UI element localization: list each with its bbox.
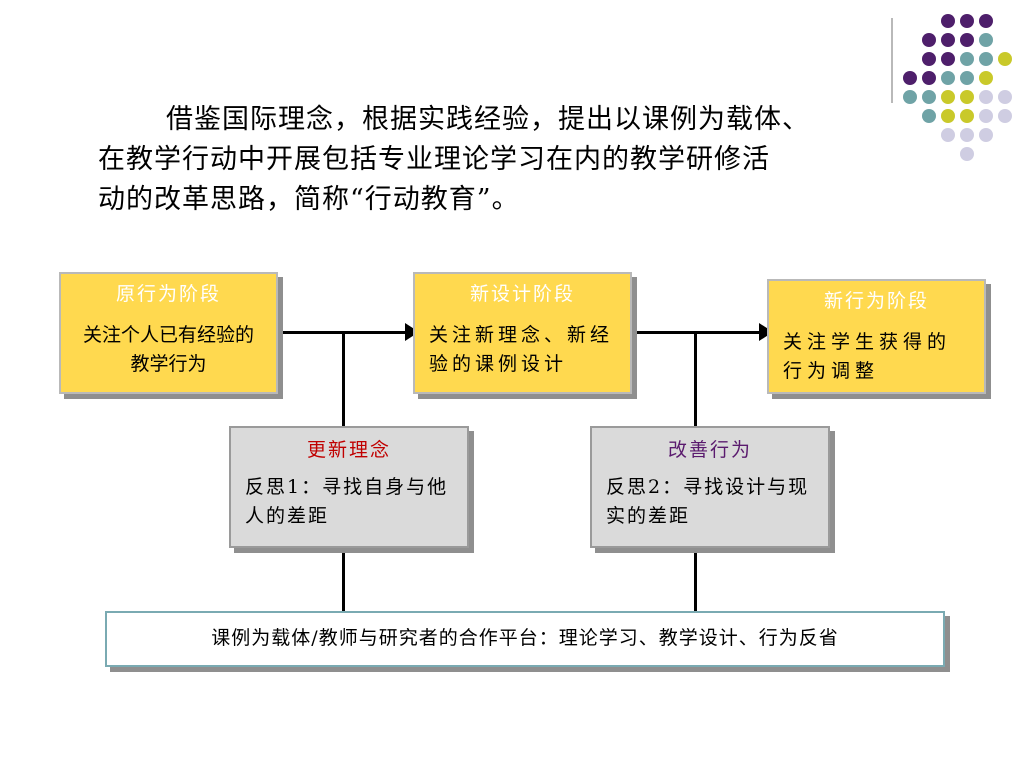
decorative-dot <box>979 52 993 66</box>
reflection-description: 反思1：寻找自身与他人的差距 <box>245 476 449 527</box>
decorative-dot <box>922 109 936 123</box>
decorative-dot <box>979 71 993 85</box>
stage-title: 新行为阶段 <box>823 290 929 312</box>
decorative-dot <box>941 52 955 66</box>
decorative-dot <box>922 33 936 47</box>
decorative-dot <box>941 33 955 47</box>
decorative-dot <box>960 109 974 123</box>
stage-title: 新设计阶段 <box>469 283 575 305</box>
reflection-title: 改善行为 <box>667 439 752 461</box>
stage-title: 原行为阶段 <box>115 283 221 305</box>
decorative-dot <box>941 14 955 28</box>
decorative-dot <box>979 33 993 47</box>
decorative-dot <box>960 147 974 161</box>
stage-box-new-behavior: 新行为阶段 关注学生获得的行为调整 <box>767 279 986 394</box>
stage-box-original-behavior: 原行为阶段 关注个人已有经验的教学行为 <box>59 272 278 394</box>
decorative-dot <box>998 52 1012 66</box>
decorative-dot <box>960 52 974 66</box>
stage-box-new-design: 新设计阶段 关注新理念、新经验的课例设计 <box>413 272 632 394</box>
stage-description: 关注个人已有经验的教学行为 <box>82 324 254 375</box>
platform-box: 课例为载体/教师与研究者的合作平台：理论学习、教学设计、行为反省 <box>105 611 945 667</box>
decorative-dot <box>998 90 1012 104</box>
decorative-divider-line <box>891 18 893 103</box>
decorative-dot <box>960 128 974 142</box>
decorative-dot <box>960 90 974 104</box>
decorative-dot <box>960 14 974 28</box>
intro-line-2: 在教学行动中开展包括专业理论学习在内的教学研修活 <box>98 144 770 175</box>
decorative-dot <box>941 128 955 142</box>
reflection-description: 反思2：寻找设计与现实的差距 <box>606 476 810 527</box>
intro-paragraph: 借鉴国际理念，根据实践经验，提出以课例为载体、 在教学行动中开展包括专业理论学习… <box>98 100 948 220</box>
decorative-dot <box>941 71 955 85</box>
decorative-dot <box>979 128 993 142</box>
decorative-dot <box>922 52 936 66</box>
connector-up-reflection1 <box>342 332 345 428</box>
reflection-box-update-concept: 更新理念 反思1：寻找自身与他人的差距 <box>229 426 469 548</box>
stage-description: 关注新理念、新经验的课例设计 <box>429 324 614 375</box>
decorative-dot <box>979 109 993 123</box>
connector-down-reflection2 <box>694 552 697 612</box>
stage-description: 关注学生获得的行为调整 <box>783 331 952 382</box>
decorative-dot <box>960 33 974 47</box>
arrow-line-stage2-to-stage3 <box>634 331 762 334</box>
decorative-dot <box>941 90 955 104</box>
decorative-dot <box>960 71 974 85</box>
decorative-dot <box>903 71 917 85</box>
decorative-dot <box>941 109 955 123</box>
reflection-title: 更新理念 <box>306 439 391 461</box>
decorative-dot <box>922 71 936 85</box>
decorative-dot <box>922 90 936 104</box>
intro-line-3: 动的改革思路，简称“行动教育”。 <box>98 184 520 215</box>
decorative-dot <box>979 14 993 28</box>
decorative-dot <box>903 90 917 104</box>
reflection-box-improve-behavior: 改善行为 反思2：寻找设计与现实的差距 <box>590 426 830 548</box>
decorative-dot <box>979 90 993 104</box>
intro-line-1: 借鉴国际理念，根据实践经验，提出以课例为载体、 <box>166 104 810 135</box>
connector-down-reflection1 <box>342 552 345 612</box>
connector-up-reflection2 <box>694 332 697 428</box>
decorative-dot <box>998 109 1012 123</box>
